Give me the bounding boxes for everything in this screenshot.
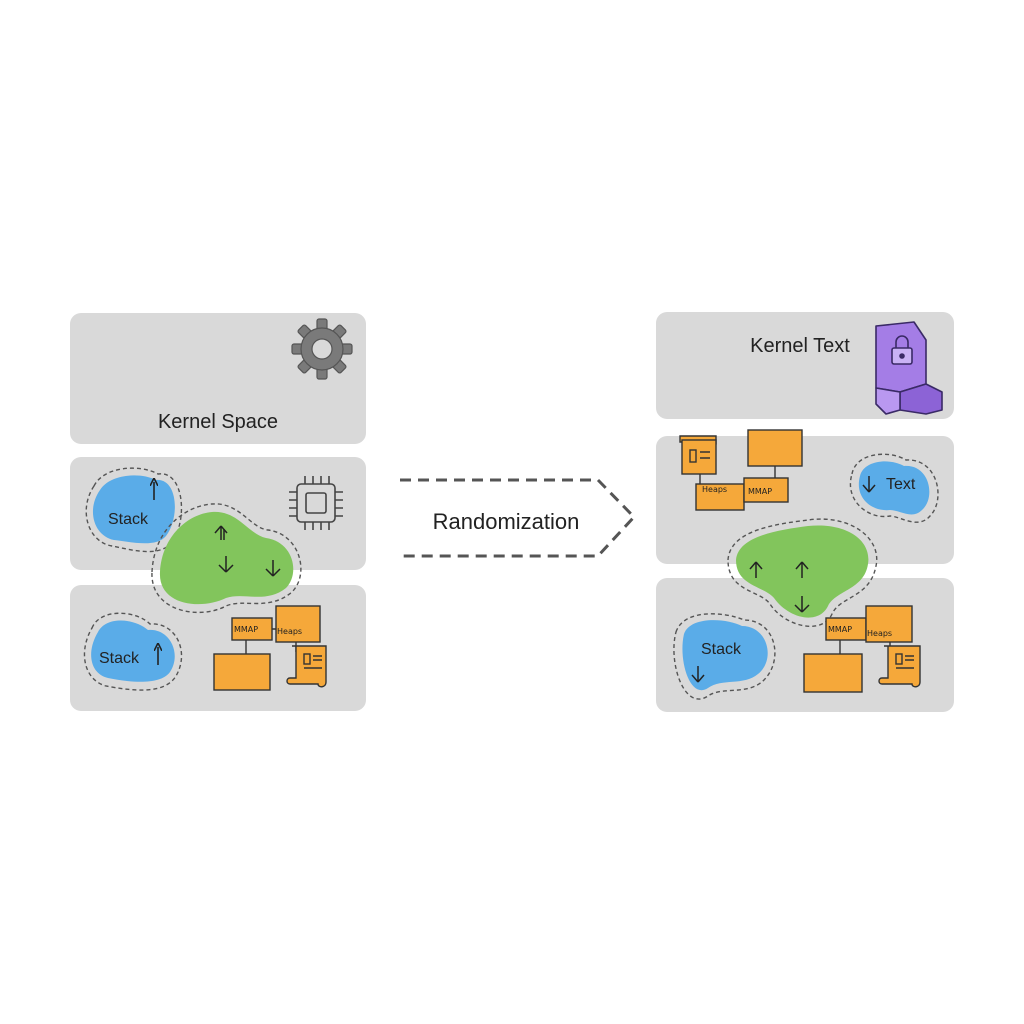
right-small-label: Heaps [867, 629, 892, 638]
right-text-region: Text [849, 453, 939, 523]
left-mmap-region: MMAP Heaps [213, 605, 327, 691]
arrow-down-icon [218, 556, 234, 573]
randomization-arrow: Randomization [400, 478, 637, 558]
left-mmap-label: MMAP [234, 625, 258, 634]
gear-icon [291, 318, 353, 380]
left-stack-bottom-region: Stack [83, 612, 183, 691]
right-top-mmap-region: Heaps MMAP [679, 429, 803, 511]
arrow-down-icon [862, 476, 876, 493]
left-layout: Kernel Space S [70, 313, 366, 711]
right-top-small-label-a: Heaps [702, 485, 727, 494]
scroll-icon [878, 645, 921, 688]
right-mmap-region: MMAP Heaps [803, 605, 921, 693]
right-text-label: Text [886, 476, 916, 493]
chip-icon [289, 476, 343, 530]
left-kernel-label: Kernel Space [158, 411, 278, 433]
arrow-up-icon [749, 561, 763, 578]
arrow-down-icon [265, 560, 281, 577]
right-heap-region [727, 518, 878, 628]
left-stack-bottom-label: Stack [99, 650, 140, 667]
right-kernel-label: Kernel Text [750, 335, 850, 357]
right-layout: Kernel Text Heaps MMAP Text [656, 312, 954, 712]
left-small-label: Heaps [277, 627, 302, 636]
right-mmap-label: MMAP [828, 625, 852, 634]
left-heap-region [151, 503, 302, 614]
arrow-down-icon [794, 596, 810, 613]
right-stack-label: Stack [701, 641, 742, 658]
arrow-down-icon [691, 666, 705, 683]
left-stack-top-label: Stack [108, 511, 149, 528]
lock-icon [875, 321, 943, 415]
right-top-small-label-b: MMAP [748, 487, 772, 496]
scroll-icon [286, 645, 327, 688]
arrow-up-icon [214, 525, 228, 540]
arrow-up-icon [795, 561, 809, 578]
right-stack-region: Stack [673, 613, 776, 700]
left-stack-top-region: Stack [85, 467, 183, 553]
randomization-label: Randomization [433, 509, 580, 534]
